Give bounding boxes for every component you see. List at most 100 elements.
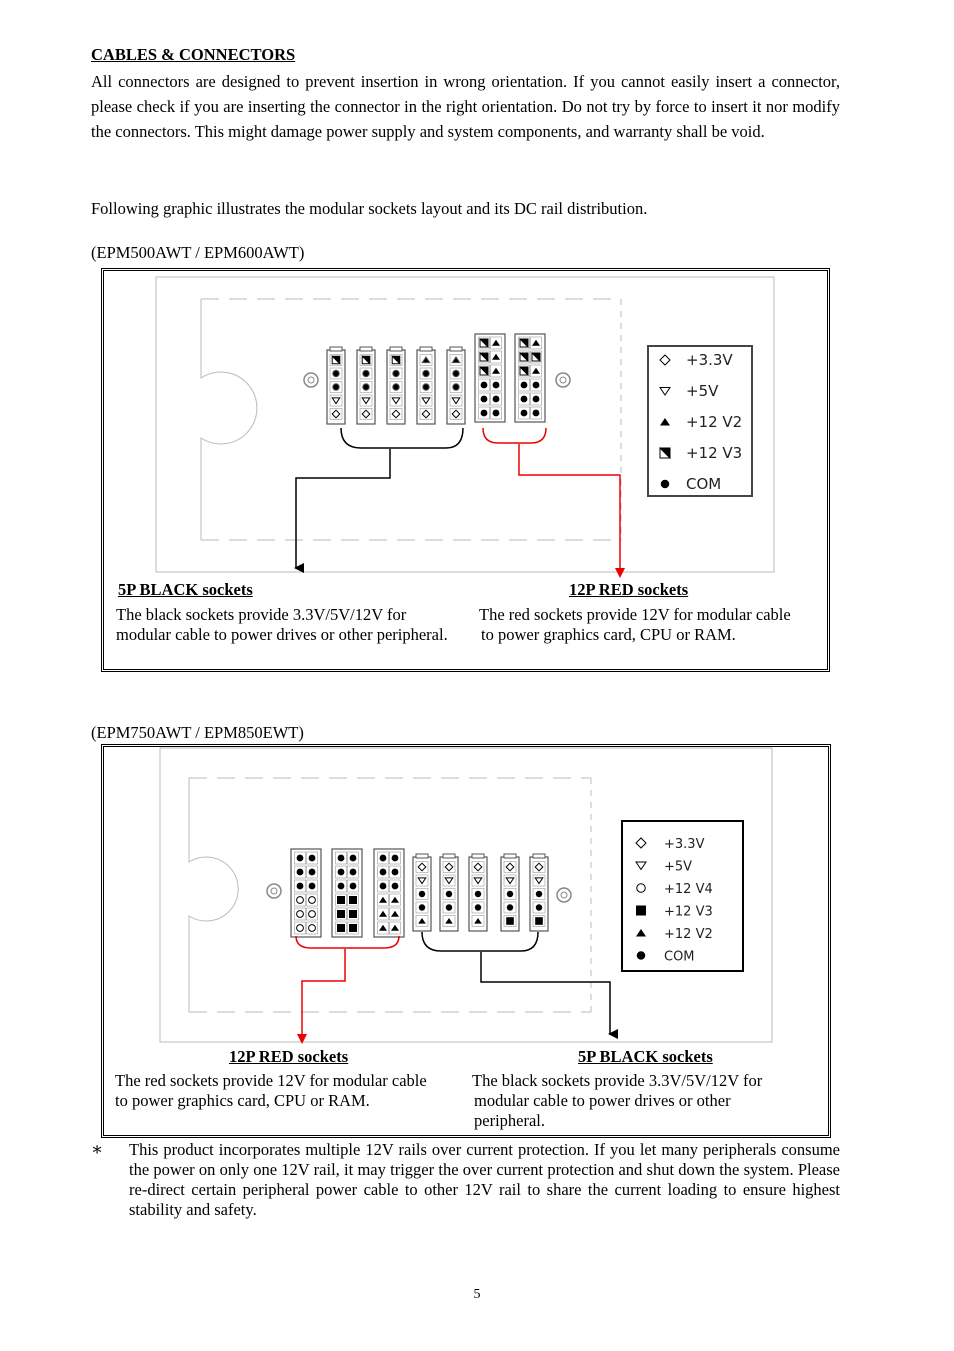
triangle-up-filled-pin — [421, 356, 431, 364]
square-filled-pin — [337, 924, 345, 932]
triangle-up-filled-pin — [445, 917, 453, 924]
legend-label: +12 V3 — [664, 905, 713, 920]
triangle-down-open-pin — [505, 877, 515, 885]
circle-filled-pin — [391, 854, 399, 862]
circle-filled-pin — [308, 882, 316, 890]
square-filled-pin — [349, 910, 357, 918]
triangle-down-open-pin — [444, 877, 454, 885]
triangle-up-filled-pin — [474, 917, 482, 924]
circle-filled-pin — [362, 369, 370, 378]
triangle-up-filled-pin — [492, 367, 500, 374]
diamond-open-legend-icon — [635, 837, 647, 849]
circle-filled-pin — [520, 395, 528, 403]
triangle-up-filled-pin — [532, 339, 540, 346]
circle-filled-pin — [349, 882, 357, 890]
circle-filled-pin — [308, 868, 316, 876]
triangle-up-filled-pin — [532, 367, 540, 374]
diamond-open-pin — [421, 409, 431, 419]
diagram1-models: (EPM500AWT / EPM600AWT) — [91, 243, 305, 262]
legend-label: +12 V2 — [686, 413, 742, 431]
triangle-down-open-pin — [473, 877, 483, 885]
circle-open-pin — [296, 910, 304, 918]
d1-red-text: The red sockets provide 12V for modular … — [479, 605, 791, 644]
circle-filled-pin — [418, 890, 426, 898]
square-filled-pin — [337, 896, 345, 904]
circle-filled-pin — [337, 868, 345, 876]
diagram2-frame — [101, 744, 831, 1138]
circle-filled-pin — [392, 383, 400, 391]
circle-filled-pin — [445, 890, 453, 898]
circle-filled-pin — [362, 383, 370, 391]
triangle-down-open-pin — [451, 397, 461, 405]
half-square-pin — [479, 351, 490, 362]
d2-red-title: 12P RED sockets — [229, 1047, 349, 1066]
circle-filled-pin — [480, 409, 488, 417]
legend-label: +12 V4 — [664, 882, 713, 897]
circle-filled-pin — [332, 383, 340, 391]
diamond-open-legend-icon — [659, 354, 671, 366]
circle-filled-pin — [422, 383, 430, 391]
circle-filled-pin — [535, 904, 543, 911]
circle-filled-pin — [474, 890, 482, 898]
triangle-down-open-pin — [361, 397, 371, 405]
circle-filled-pin — [520, 409, 528, 417]
diamond-open-pin — [451, 409, 461, 419]
d2-black-title: 5P BLACK sockets — [578, 1047, 713, 1066]
square-filled-pin — [349, 896, 357, 904]
circle-filled-pin — [379, 854, 387, 862]
legend-label: +3.3V — [686, 351, 733, 369]
triangle-up-filled-pin — [391, 924, 399, 931]
circle-filled-pin — [296, 868, 304, 876]
square-filled-legend-icon — [636, 905, 646, 916]
legend-label: COM — [686, 475, 721, 493]
diamond-open-pin — [505, 862, 515, 872]
circle-filled-pin — [520, 381, 528, 389]
circle-filled-pin — [418, 904, 426, 911]
d1-red-title: 12P RED sockets — [569, 580, 689, 599]
half-square-pin — [519, 337, 530, 348]
circle-filled-pin — [337, 882, 345, 890]
circle-filled-pin — [532, 395, 540, 403]
triangle-up-filled-pin — [418, 917, 426, 924]
diamond-open-pin — [331, 409, 341, 419]
circle-filled-pin — [391, 882, 399, 890]
d1-black-title: 5P BLACK sockets — [118, 580, 253, 599]
graphic-intro: Following graphic illustrates the modula… — [91, 199, 648, 218]
triangle-down-open-pin — [534, 877, 544, 885]
square-filled-pin — [337, 910, 345, 918]
diamond-open-pin — [361, 409, 371, 419]
page-number: 5 — [473, 1287, 481, 1302]
triangle-up-filled-legend-icon — [660, 418, 670, 426]
note-marker: ∗ — [91, 1139, 104, 1159]
circle-filled-pin — [535, 890, 543, 898]
triangle-up-filled-pin — [391, 896, 399, 903]
circle-filled-legend-icon — [636, 951, 646, 960]
diamond-open-pin — [473, 862, 483, 872]
triangle-down-open-pin — [331, 397, 341, 405]
half-square-pin — [531, 351, 542, 362]
half-square-legend-icon — [659, 446, 672, 459]
circle-filled-pin — [492, 381, 500, 389]
circle-filled-pin — [492, 395, 500, 403]
circle-open-pin — [296, 924, 304, 932]
circle-filled-pin — [532, 381, 540, 389]
circle-filled-pin — [506, 904, 514, 911]
circle-open-pin — [308, 910, 316, 918]
triangle-up-filled-pin — [379, 924, 387, 931]
triangle-down-open-pin — [417, 877, 427, 885]
d1-black-text: The black sockets provide 3.3V/5V/12V fo… — [116, 605, 448, 644]
circle-filled-pin — [349, 854, 357, 862]
intro-paragraph: All connectors are designed to prevent i… — [91, 72, 840, 141]
circle-filled-pin — [308, 854, 316, 862]
diagram2-models: (EPM750AWT / EPM850EWT) — [91, 723, 304, 742]
triangle-up-filled-pin — [492, 339, 500, 346]
circle-filled-pin — [452, 383, 460, 391]
half-square-pin — [391, 354, 402, 365]
circle-filled-pin — [349, 868, 357, 876]
circle-filled-pin — [506, 890, 514, 898]
circle-filled-pin — [492, 409, 500, 417]
d2-red-text: The red sockets provide 12V for modular … — [115, 1071, 427, 1110]
legend-label: +5V — [686, 382, 719, 400]
